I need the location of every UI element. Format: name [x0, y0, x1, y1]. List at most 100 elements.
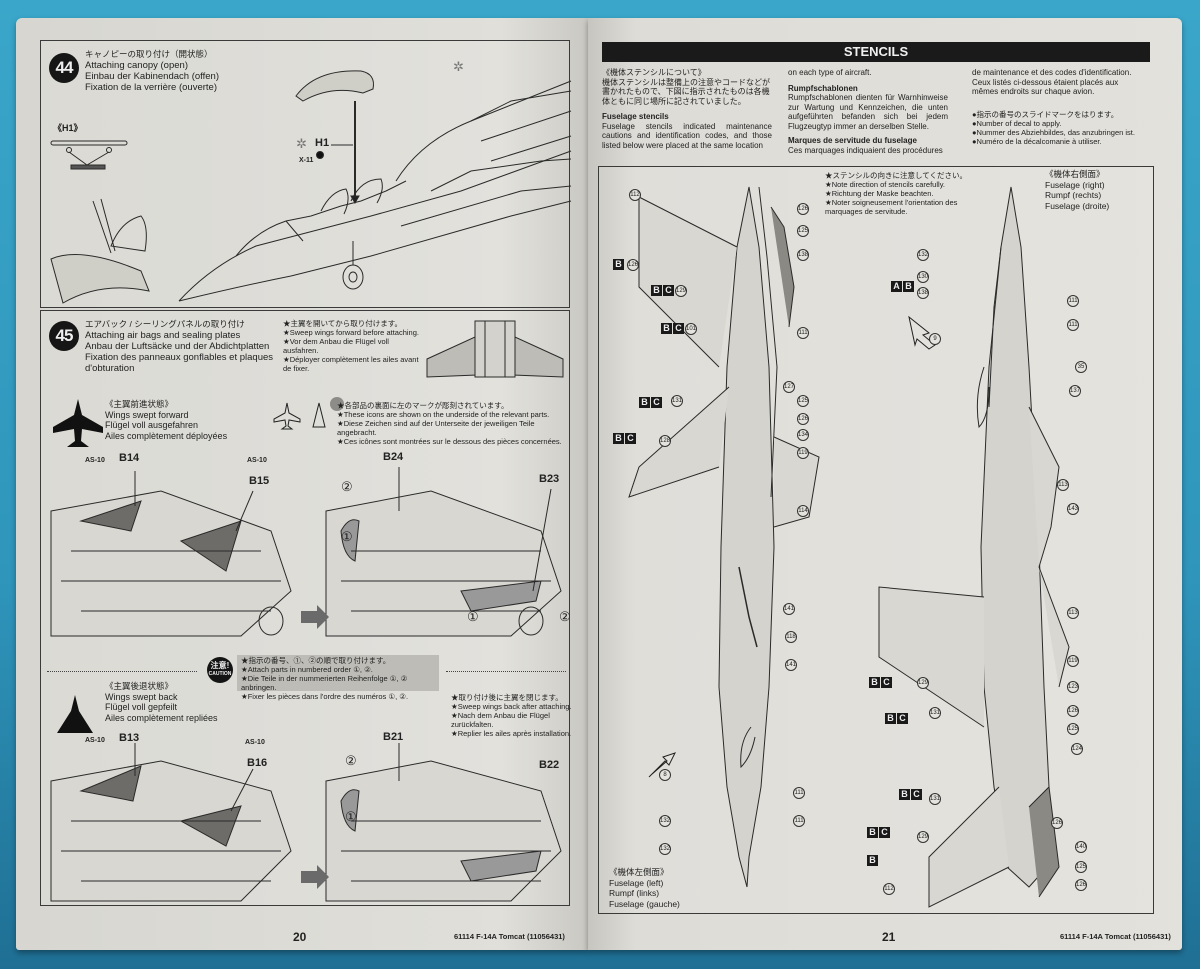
note-line: ★各部品の裏面に左のマークが彫刻されています。 — [337, 401, 509, 410]
note-line: ★Fixer les pièces dans l'ordre des numér… — [241, 692, 409, 701]
decal-callout-left: 111 — [797, 327, 809, 339]
intro-de-heading: Rumpfschablonen — [788, 83, 858, 93]
underside-icons-note: ★各部品の裏面に左のマークが彫刻されています。 ★These icons are… — [337, 401, 569, 446]
note-line: ★Déployer complètement les ailes avant d… — [283, 355, 419, 373]
legend-line: ●Numéro de la décalcomanie à utiliser. — [972, 137, 1102, 146]
note-line: ★Noter soigneusement l'orientation des m… — [825, 198, 958, 216]
decal-number: 126 — [1067, 705, 1079, 717]
decal-number: 131 — [671, 395, 683, 407]
decal-callout-right: 113 — [1067, 607, 1079, 619]
canopy-assembly-drawing — [41, 41, 571, 309]
note-line: ★Ces icônes sont montrées sur le dessous… — [337, 437, 562, 446]
decal-number: 125 — [1075, 861, 1087, 873]
decal-number: 130 — [917, 271, 929, 283]
version-tag-bc: B C — [867, 827, 890, 838]
caption-en: Fuselage (left) — [609, 877, 664, 888]
legend-line: ●Number of decal to apply. — [972, 119, 1062, 128]
version-tag-bc: B C — [639, 397, 662, 408]
order-mark-1: ① — [467, 609, 479, 624]
decal-number: 126 — [1051, 817, 1063, 829]
step-45-title: エアバック / シーリングパネルの取り付け Attaching air bags… — [85, 319, 285, 374]
version-c: C — [897, 713, 908, 724]
decal-callout-left: 111 — [793, 815, 805, 827]
decal-number: 111 — [793, 815, 805, 827]
step-45-title-jp: エアバック / シーリングパネルの取り付け — [85, 319, 245, 329]
wings-forward-heading: 《主翼前進状態》 Wings swept forward Flügel voll… — [105, 399, 227, 441]
heading-en: Wings swept forward — [105, 409, 189, 420]
note-line: ★Replier les ailes après installation. — [451, 729, 572, 738]
legend-line: ●Nummer des Abziehbildes, das anzubringe… — [972, 128, 1135, 137]
wings-back-icon — [57, 695, 93, 733]
decal-number: 127 — [783, 381, 795, 393]
version-b: B — [885, 713, 896, 724]
step-45-badge: 45 — [49, 321, 79, 351]
decal-number: 143 — [1067, 503, 1079, 515]
wings-forward-icon — [53, 399, 103, 447]
decal-callout-left: 132 — [659, 815, 671, 827]
version-b: B — [869, 677, 880, 688]
version-tag-ab: A B — [891, 281, 914, 292]
decal-number: 111 — [1067, 319, 1079, 331]
part-b23-label: B23 — [539, 473, 560, 485]
note-line: ★主翼を開いてから取り付けます。 — [283, 319, 403, 328]
decal-callout-right: 123 — [1067, 681, 1079, 693]
decal-callout-left: 141 — [783, 603, 795, 615]
note-line: ★These icons are shown on the underside … — [337, 410, 550, 419]
heading-jp: 《主翼前進状態》 — [105, 399, 174, 409]
decal-number: 132 — [659, 843, 671, 855]
intro-en-heading: Fuselage stencils — [602, 112, 669, 121]
intro-fr-body: Ces marquages indiquaient des procédures — [788, 145, 943, 155]
step-45-title-de: Anbau der Luftsäcke und der Abdichtplatt… — [85, 341, 270, 352]
decal-number: 113 — [1057, 479, 1069, 491]
section-divider — [47, 671, 197, 672]
paint-as10-label: AS-10 — [85, 737, 105, 744]
decal-callout-right: 9 — [929, 333, 941, 345]
intro-column-3: de maintenance et des codes d'identifica… — [972, 68, 1144, 97]
decal-callout-right: 129 — [917, 677, 929, 689]
decal-number: 114 — [797, 505, 809, 517]
order-mark-2: ② — [341, 479, 353, 494]
note-line: ★Die Teile in der nummerierten Reihenfol… — [241, 674, 408, 692]
decal-callout-right: 138 — [917, 287, 929, 299]
decal-number: 112 — [629, 189, 641, 201]
caption-jp: 《機体左側面》 — [609, 867, 669, 877]
decal-callout-right: 119 — [1067, 655, 1079, 667]
decal-number: 9 — [929, 333, 941, 345]
decal-callout-left: 126 — [627, 259, 639, 271]
decal-callout-right: 35 — [1075, 361, 1087, 373]
decal-callout-left: 127 — [783, 381, 795, 393]
decal-number: 101 — [685, 323, 697, 335]
decal-callout-right: 112 — [883, 883, 895, 895]
version-b: B — [867, 827, 878, 838]
intro-column-2: on each type of aircraft. Rumpfschablone… — [788, 68, 948, 155]
decal-callout-right: 126 — [1067, 705, 1079, 717]
sweep-back-note: ★取り付け後に主翼を閉じます。 ★Sweep wings back after … — [451, 693, 573, 738]
version-tag-bc: B C — [885, 713, 908, 724]
step-44-panel: 44 キャノピーの取り付け（開状態） Attaching canopy (ope… — [40, 40, 570, 308]
version-c: C — [673, 323, 684, 334]
decal-number: 134 — [797, 429, 809, 441]
heading-fr: Ailes complètement déployées — [105, 430, 228, 441]
version-c: C — [651, 397, 662, 408]
version-tag-bc: B C — [899, 789, 922, 800]
version-c: C — [663, 285, 674, 296]
decal-callout-right: 137 — [1069, 385, 1081, 397]
decal-number: 141 — [783, 603, 795, 615]
decal-callout-left: 129 — [675, 285, 687, 297]
paint-x11-label: X-11 — [299, 157, 314, 164]
intro-fr-heading: Marques de servitude du fuselage — [788, 136, 917, 145]
fuselage-stencil-drawing — [599, 167, 1155, 915]
inset-h1-label: 《H1》 — [53, 123, 83, 133]
decal-callout-left: 101 — [685, 323, 697, 335]
decal-number: 126 — [1075, 879, 1087, 891]
section-divider — [446, 671, 566, 672]
decal-callout-left: 118 — [785, 631, 797, 643]
version-b: B — [903, 281, 914, 292]
decal-callout-left: 125 — [797, 225, 809, 237]
decal-number: 126 — [797, 413, 809, 425]
heading-en: Wings swept back — [105, 691, 178, 702]
decal-number: 126 — [797, 203, 809, 215]
version-b: B — [661, 323, 672, 334]
note-line: ★Vor dem Anbau die Flügel voll ausfahren… — [283, 337, 389, 355]
decal-number: 113 — [1067, 607, 1079, 619]
